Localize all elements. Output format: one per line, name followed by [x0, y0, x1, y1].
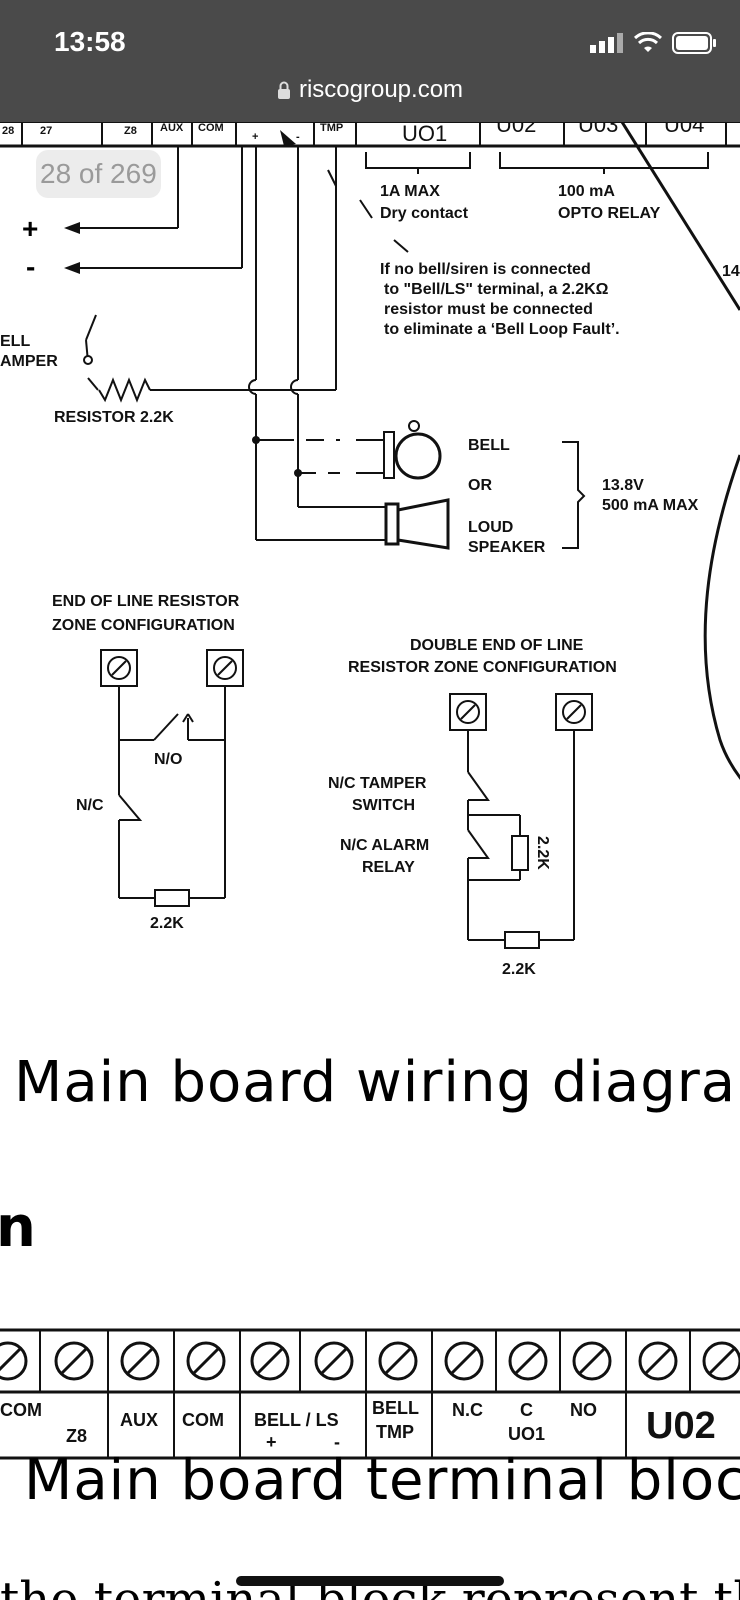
power-note: 13.8V: [602, 477, 644, 494]
minus-symbol: -: [26, 251, 35, 282]
section-heading-fragment: n: [0, 1195, 36, 1260]
bell-note: If no bell/siren is connected: [380, 261, 591, 278]
bell-note: to "Bell/LS" terminal, a 2.2KΩ: [384, 281, 609, 298]
power-note: 500 mA MAX: [602, 497, 699, 514]
browser-status-bar: 13:58 riscogroup.com: [0, 0, 740, 122]
figure-caption-wiring: Main board wiring diagram: [14, 1050, 740, 1115]
terminal-label: NO: [570, 1400, 597, 1420]
eol-title: END OF LINE RESISTOR: [52, 593, 240, 610]
uo1-note: Dry contact: [380, 205, 469, 222]
figure-caption-terminal: Main board terminal block: [24, 1448, 740, 1513]
terminal-label: BELL / LS: [254, 1410, 339, 1430]
terminal-label: U02: [646, 1405, 716, 1447]
terminal-label: -: [334, 1432, 340, 1452]
terminal-label: BELL: [372, 1398, 419, 1418]
eol-title: ZONE CONFIGURATION: [52, 617, 235, 634]
url-bar[interactable]: riscogroup.com: [0, 76, 740, 104]
url-text: riscogroup.com: [298, 76, 464, 103]
no-label: N/O: [154, 751, 182, 768]
terminal-label: COM: [182, 1410, 224, 1430]
header-terminal: UO1: [402, 122, 447, 146]
or-label: OR: [468, 477, 492, 494]
alarm-label: RELAY: [362, 859, 415, 876]
terminal-label: TMP: [376, 1422, 414, 1442]
header-terminal: U03: [578, 122, 618, 137]
opto-note: OPTO RELAY: [558, 205, 661, 222]
edge-label: 14: [722, 263, 740, 280]
terminal-label: AUX: [120, 1410, 158, 1430]
bell-note: to eliminate a ‘Bell Loop Fault’.: [384, 321, 620, 338]
terminal-label: UO1: [508, 1424, 545, 1444]
document-viewport[interactable]: + - 28 27 Z8 AUX COM + - TMP UO1 U02 U03…: [0, 122, 740, 1600]
deol-title: DOUBLE END OF LINE: [410, 637, 584, 654]
resistor-label: RESISTOR 2.2K: [54, 409, 174, 426]
header-terminal: 27: [40, 125, 52, 137]
lock-icon: [277, 81, 290, 99]
uo1-note: 1A MAX: [380, 183, 440, 200]
terminal-block-labels: COM Z8 AUX COM BELL / LS + - BELL TMP N.…: [0, 1398, 716, 1452]
terminal-label: +: [266, 1432, 277, 1452]
deol-resistor-h-label: 2.2K: [502, 961, 536, 978]
battery-icon: [672, 32, 716, 54]
deol-resistor-v-label: 2.2K: [534, 836, 551, 870]
header-terminal: 28: [2, 125, 14, 137]
plus-symbol: +: [22, 213, 38, 244]
header-terminal: TMP: [320, 122, 343, 134]
status-icons: [590, 32, 718, 54]
alarm-label: N/C ALARM: [340, 837, 429, 854]
header-terminal: U02: [496, 122, 536, 137]
bell-tamper-label: ELL: [0, 333, 30, 350]
wifi-icon: [634, 32, 662, 52]
page-indicator: 28 of 269: [36, 150, 161, 198]
deol-title: RESISTOR ZONE CONFIGURATION: [348, 659, 617, 676]
tamper-label: SWITCH: [352, 797, 415, 814]
eol-resistor-label: 2.2K: [150, 915, 184, 932]
bell-note: resistor must be connected: [384, 301, 593, 318]
terminal-label: COM: [0, 1400, 42, 1420]
nc-label: N/C: [76, 797, 104, 814]
home-indicator[interactable]: [236, 1576, 504, 1586]
terminal-label: C: [520, 1400, 533, 1420]
clock: 13:58: [54, 26, 126, 57]
terminal-label: N.C: [452, 1400, 483, 1420]
opto-note: 100 mA: [558, 183, 615, 200]
tamper-label: N/C TAMPER: [328, 775, 427, 792]
wiring-diagram: + - 28 27 Z8 AUX COM + - TMP UO1 U02 U03…: [0, 122, 740, 1460]
speaker-label: SPEAKER: [468, 539, 546, 556]
bell-tamper-label: AMPER: [0, 353, 58, 370]
header-terminal: U04: [664, 122, 704, 137]
terminal-label: Z8: [66, 1426, 87, 1446]
header-terminal: -: [296, 131, 300, 143]
header-terminal: +: [252, 131, 258, 143]
bell-label: BELL: [468, 437, 510, 454]
loud-label: LOUD: [468, 519, 513, 536]
signal-icon: [590, 33, 623, 53]
header-terminal: COM: [198, 122, 224, 134]
header-terminal: AUX: [160, 122, 184, 134]
header-terminal: Z8: [124, 125, 137, 137]
